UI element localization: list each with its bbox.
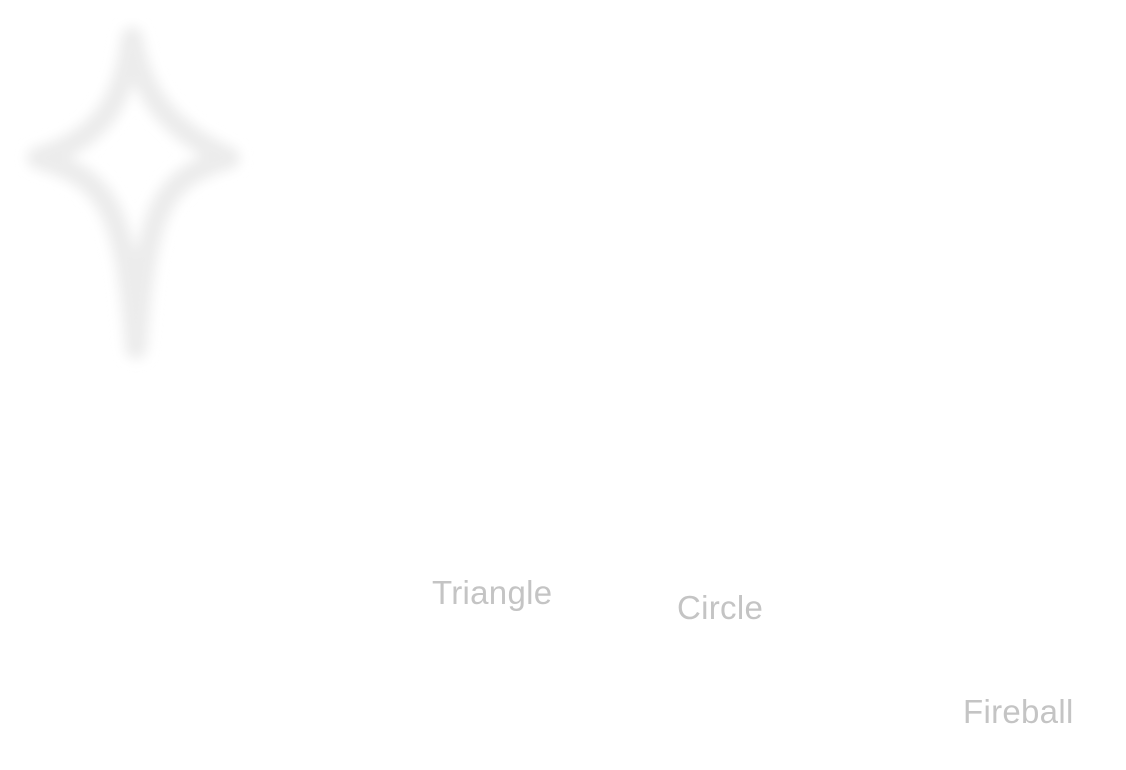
fireball-label: Fireball (963, 693, 1074, 730)
drawn-cross-shape-icon (27, 27, 240, 359)
circle-label: Circle (677, 589, 764, 626)
triangle-label: Triangle (432, 574, 553, 611)
